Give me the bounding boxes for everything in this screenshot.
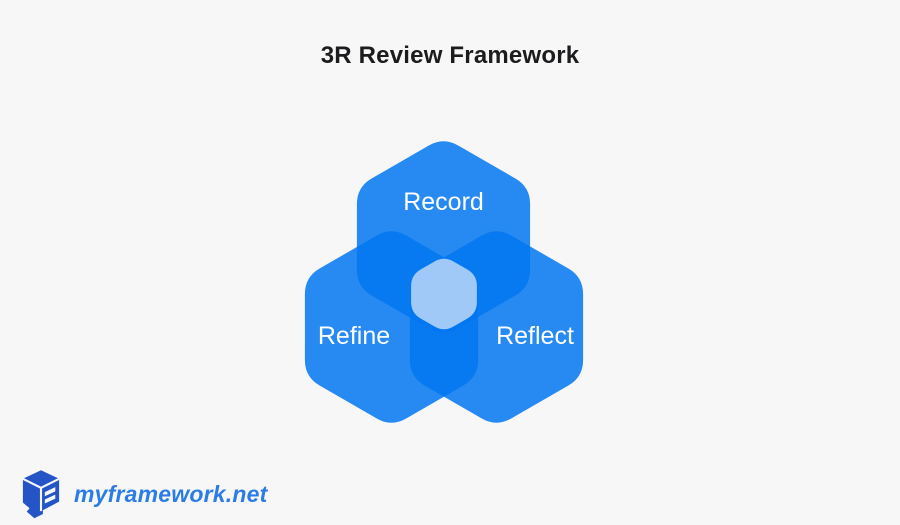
brand-link[interactable]: myframework.net <box>74 480 268 507</box>
refine-label: Refine <box>318 322 390 350</box>
record-label: Record <box>403 188 484 216</box>
myframework-logo-icon <box>22 470 60 519</box>
page-title: 3R Review Framework <box>320 42 580 69</box>
logo-face-separator <box>22 477 60 512</box>
center-hexagon <box>411 258 477 330</box>
reflect-label: Reflect <box>496 322 574 350</box>
logo-letter-mark <box>44 487 56 504</box>
brand-footer: myframework.net <box>21 469 267 519</box>
